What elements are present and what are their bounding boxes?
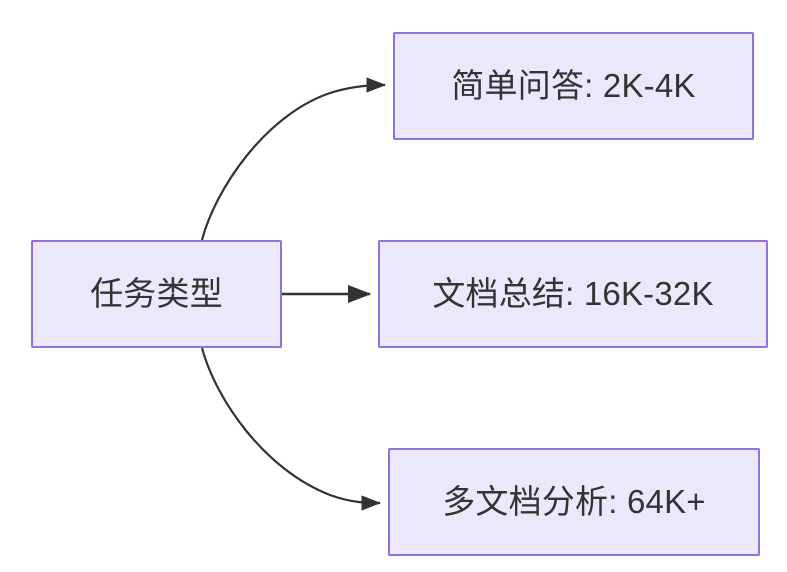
node-multi-doc[interactable]: 多文档分析: 64K+: [388, 448, 760, 556]
node-task-type-label: 任务类型: [90, 274, 223, 312]
node-doc-summary-label: 文档总结: 16K-32K: [432, 274, 714, 312]
edge-root-to-simple-qa: [200, 77, 387, 241]
node-simple-qa[interactable]: 简单问答: 2K-4K: [393, 32, 754, 140]
node-simple-qa-label: 简单问答: 2K-4K: [451, 66, 696, 104]
node-doc-summary[interactable]: 文档总结: 16K-32K: [378, 240, 768, 348]
edge-root-to-multi-doc: [200, 347, 382, 511]
node-task-type[interactable]: 任务类型: [31, 240, 282, 348]
node-multi-doc-label: 多文档分析: 64K+: [442, 482, 706, 520]
